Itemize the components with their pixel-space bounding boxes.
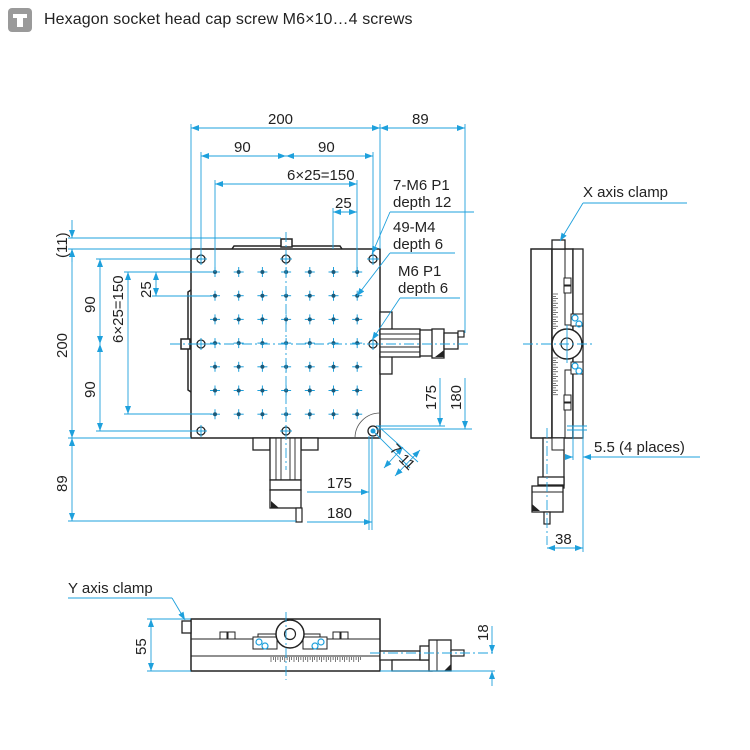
m4-hole [210,361,220,372]
m4-hole [304,314,315,325]
hex-socket-screw-icon [8,8,32,32]
front-view: Y axis clamp 55 18 [68,580,495,686]
dim-half-bottom: 90 [82,381,99,398]
dim-clamp-reach-175-h: 175 [327,475,352,492]
m4-hole [210,385,220,396]
dim-overall-height: 200 [54,333,71,358]
m4-hole [233,290,244,301]
dim-pitch-h: 25 [335,195,352,212]
m4-hole [328,409,339,420]
callout-m6-line1: M6 P1 [398,263,441,280]
clamp-swing-arc [354,412,381,439]
dim-clamp-reach-180-v: 180 [448,385,465,410]
m4-hole [328,314,339,325]
dim-overall-width: 200 [268,111,293,128]
dim-clamp-reach-180-h: 180 [327,505,352,522]
m4-hole [257,361,268,372]
side-view: X axis clamp 5.5 (4 places) 38 [523,184,700,552]
callout-7-m6-line2: depth 12 [393,194,451,211]
dim-hole-offset-11: 11 [395,451,418,474]
m4-hole [352,409,363,420]
dim-axis-height: 18 [475,624,492,641]
legend: Hexagon socket head cap screw M6×10…4 sc… [8,7,413,33]
dim-half-top: 90 [82,296,99,313]
front-scale [270,657,362,662]
callout-49-m4-line2: depth 6 [393,236,443,253]
m4-hole [304,385,315,396]
dim-half-right: 90 [318,139,335,156]
m4-hole [304,290,315,301]
legend-text: Hexagon socket head cap screw M6×10…4 sc… [44,11,413,28]
m4-hole [304,361,315,372]
m4-hole [328,361,339,372]
x-micrometer [379,311,465,375]
m4-hole [328,385,339,396]
m4-hole [328,290,339,301]
m4-hole [210,314,220,325]
dim-half-left: 90 [234,139,251,156]
y-axis-clamp-label: Y axis clamp [68,580,153,597]
callout-7-m6-line1: 7-M6 P1 [393,177,450,194]
x-axis-clamp-label: X axis clamp [583,184,668,201]
m4-hole [257,314,268,325]
dim-pitch-span-v: 6×25=150 [110,275,127,343]
dim-mount-hole: 5.5 (4 places) [594,439,685,456]
side-scale [553,293,558,396]
dim-micrometer-extension: 89 [412,111,429,128]
m4-hole [304,267,315,277]
m4-hole [257,290,268,301]
m4-hole [257,385,268,396]
dim-top-offset: (11) [54,232,71,258]
m4-hole [352,385,363,396]
y-micrometer [252,437,319,523]
dim-front-height: 55 [133,638,150,655]
dim-pitch-v: 25 [138,281,155,298]
m4-hole [233,361,244,372]
m4-hole [233,409,244,420]
dim-bottom-extension: 89 [54,475,71,492]
dim-clamp-reach-175-v: 175 [423,385,440,410]
m4-hole [233,385,244,396]
dim-side-width: 38 [555,531,572,548]
m4-hole [233,314,244,325]
x-clamp-knob-top [280,238,293,248]
m4-hole [304,409,315,420]
m4-hole [257,409,268,420]
m4-hole [352,314,363,325]
m4-hole [352,361,363,372]
top-view: 7 11 [54,111,474,530]
m4-hole [257,267,268,277]
dim-pitch-span-h: 6×25=150 [287,167,355,184]
callout-49-m4-line1: 49-M4 [393,219,436,236]
m4-hole [328,267,339,277]
callout-m6-line2: depth 6 [398,280,448,297]
m4-hole [233,267,244,277]
